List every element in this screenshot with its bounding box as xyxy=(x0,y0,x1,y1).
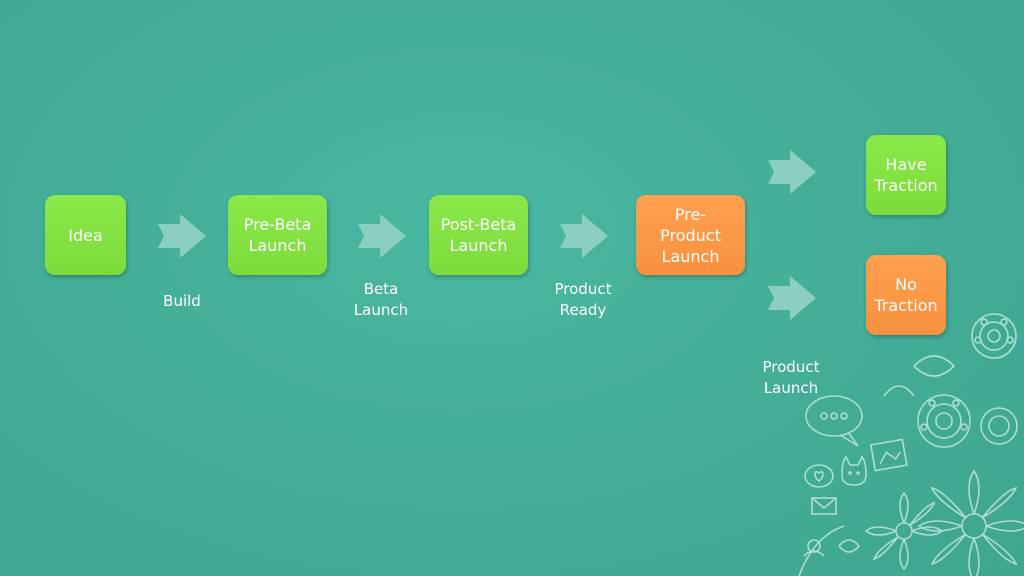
edge-label-product-launch: Product Launch xyxy=(762,358,820,397)
arrow-right-icon xyxy=(768,276,816,320)
edge-label-build: Build xyxy=(163,292,201,310)
arrow-right-icon xyxy=(358,214,406,258)
node-pre-product-launch: Pre- Product Launch xyxy=(636,195,745,275)
node-no-traction: No Traction xyxy=(866,255,946,335)
edge-label-beta-launch: Beta Launch xyxy=(353,280,409,319)
edge-label-product-ready: Product Ready xyxy=(554,280,612,319)
floral-doodle-decoration xyxy=(798,313,1024,576)
node-pre-beta-launch-label: Pre-Beta Launch xyxy=(243,215,312,255)
node-post-beta-launch: Post-Beta Launch xyxy=(429,195,528,275)
node-have-traction: Have Traction xyxy=(866,135,946,215)
node-have-traction-label: Have Traction xyxy=(874,155,938,195)
node-pre-beta-launch: Pre-Beta Launch xyxy=(228,195,327,275)
node-post-beta-launch-label: Post-Beta Launch xyxy=(440,215,517,255)
arrow-right-icon xyxy=(158,214,206,258)
node-idea: Idea xyxy=(45,195,126,275)
node-no-traction-label: No Traction xyxy=(874,275,938,315)
arrow-right-icon xyxy=(768,150,816,194)
node-idea-label: Idea xyxy=(68,225,103,245)
node-pre-product-launch-label: Pre- Product Launch xyxy=(660,204,721,266)
arrow-right-icon xyxy=(560,214,608,258)
